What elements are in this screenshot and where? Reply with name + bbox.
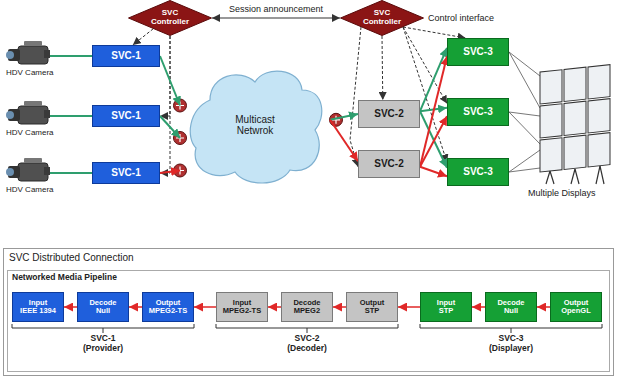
node-label: SVC Controller [147, 9, 193, 27]
camera-icon [6, 101, 50, 124]
decoder-box: SVC-2 [358, 100, 420, 128]
decoder-box: SVC-2 [358, 150, 420, 178]
displayer-box: SVC-3 [447, 98, 509, 126]
connection-panel: SVC Distributed ConnectionNetworked Medi… [3, 248, 614, 376]
media-link [333, 306, 346, 308]
node-label: Input [233, 299, 251, 307]
node-label: SVC-3 [463, 166, 492, 177]
media-link [420, 56, 447, 167]
node-label: Networked Media Pipeline [12, 273, 117, 283]
control-link [382, 36, 384, 100]
camera-icon [6, 41, 50, 64]
media-link [420, 116, 447, 167]
media-link [212, 17, 340, 18]
media-link [420, 111, 447, 168]
media-link [330, 120, 358, 161]
media-link [160, 171, 180, 174]
media-link [129, 306, 142, 308]
pipeline-panel: Networked Media PipelineInputIEEE 1394De… [7, 270, 610, 372]
device-label: HDV Camera [6, 69, 54, 78]
node-label: Decode [293, 299, 320, 307]
pipeline-stage: OutputMPEG2-TS [142, 292, 194, 322]
media-link [420, 167, 447, 176]
group-role: (Decoder) [287, 344, 327, 353]
media-link [472, 306, 485, 308]
node-label: SVC-3 [463, 46, 492, 57]
group-name: SVC-2 [294, 334, 319, 343]
controller-diamond: SVC Controller [128, 0, 212, 36]
node-label: Multicast Netwrok [225, 114, 285, 136]
display-stand [546, 166, 604, 184]
media-link [160, 116, 180, 138]
provider-box: SVC-1 [92, 162, 160, 184]
node-label: Input [29, 299, 47, 307]
control-link [160, 36, 170, 173]
displayer-box: SVC-3 [447, 158, 509, 186]
device-label: HDV Camera [6, 186, 54, 195]
device-label: HDV Camera [6, 129, 54, 138]
node-sublabel: OpenGL [561, 307, 591, 315]
group-name: SVC-3 [498, 334, 523, 343]
node-sublabel: MPEG2-TS [223, 307, 261, 315]
node-label: Decode [89, 299, 116, 307]
provider-box: SVC-1 [92, 105, 160, 127]
network-cloud: Multicast Netwrok [180, 60, 330, 190]
control-link [403, 27, 447, 162]
displayer-box: SVC-3 [447, 38, 509, 66]
node-label: Decode [497, 299, 524, 307]
media-link [194, 306, 216, 308]
node-label: Output [564, 299, 589, 307]
node-label: Output [156, 299, 181, 307]
group-role: (Displayer) [489, 344, 533, 353]
node-sublabel: Null [504, 307, 518, 315]
node-label: Input [437, 299, 455, 307]
pipeline-stage: OutputOpenGL [550, 292, 602, 322]
node-label: SVC-2 [374, 158, 403, 169]
pipeline-stage: DecodeNull [77, 292, 129, 322]
media-link [330, 114, 358, 120]
node-label: Output [360, 299, 385, 307]
media-link [64, 306, 77, 308]
group-role: (Provider) [83, 344, 123, 353]
media-link [537, 306, 550, 308]
pipeline-stage: InputMPEG2-TS [216, 292, 268, 322]
node-label: SVC-1 [111, 50, 140, 61]
control-link [350, 27, 361, 167]
node-label: SVC-2 [374, 108, 403, 119]
control-link [133, 29, 153, 45]
node-label: SVC-3 [463, 106, 492, 117]
pipeline-stage: DecodeMPEG2 [281, 292, 333, 322]
provider-box: SVC-1 [92, 45, 160, 67]
node-sublabel: STP [365, 307, 380, 315]
pipeline-stage: InputSTP [420, 292, 472, 322]
node-sublabel: Null [96, 307, 110, 315]
group-bracket [12, 324, 602, 333]
node-label: SVC-1 [111, 110, 140, 121]
node-sublabel: IEEE 1394 [20, 307, 56, 315]
media-link [398, 306, 420, 308]
pipeline-stage: DecodeNull [485, 292, 537, 322]
media-link [160, 56, 180, 106]
node-sublabel: STP [439, 307, 454, 315]
display-wall [540, 65, 610, 172]
controller-diamond: SVC Controller [340, 0, 424, 36]
group-name: SVC-1 [90, 334, 115, 343]
media-link [420, 48, 447, 111]
pipeline-stage: InputIEEE 1394 [12, 292, 64, 322]
media-link [268, 306, 281, 308]
control-link [403, 27, 466, 38]
callout-label: Control interface [428, 14, 494, 24]
pipeline-stage: OutputSTP [346, 292, 398, 322]
node-sublabel: MPEG2 [294, 307, 320, 315]
camera-icon [6, 158, 50, 181]
node-label: SVC Distributed Connection [9, 252, 134, 263]
edge-label: Session announcement [227, 5, 325, 15]
camera-link [50, 56, 92, 173]
node-label: SVC Controller [359, 9, 405, 27]
device-label: Multiple Displays [528, 189, 596, 199]
node-sublabel: MPEG2-TS [149, 307, 187, 315]
display-cable [509, 52, 540, 172]
node-label: SVC-1 [111, 167, 140, 178]
